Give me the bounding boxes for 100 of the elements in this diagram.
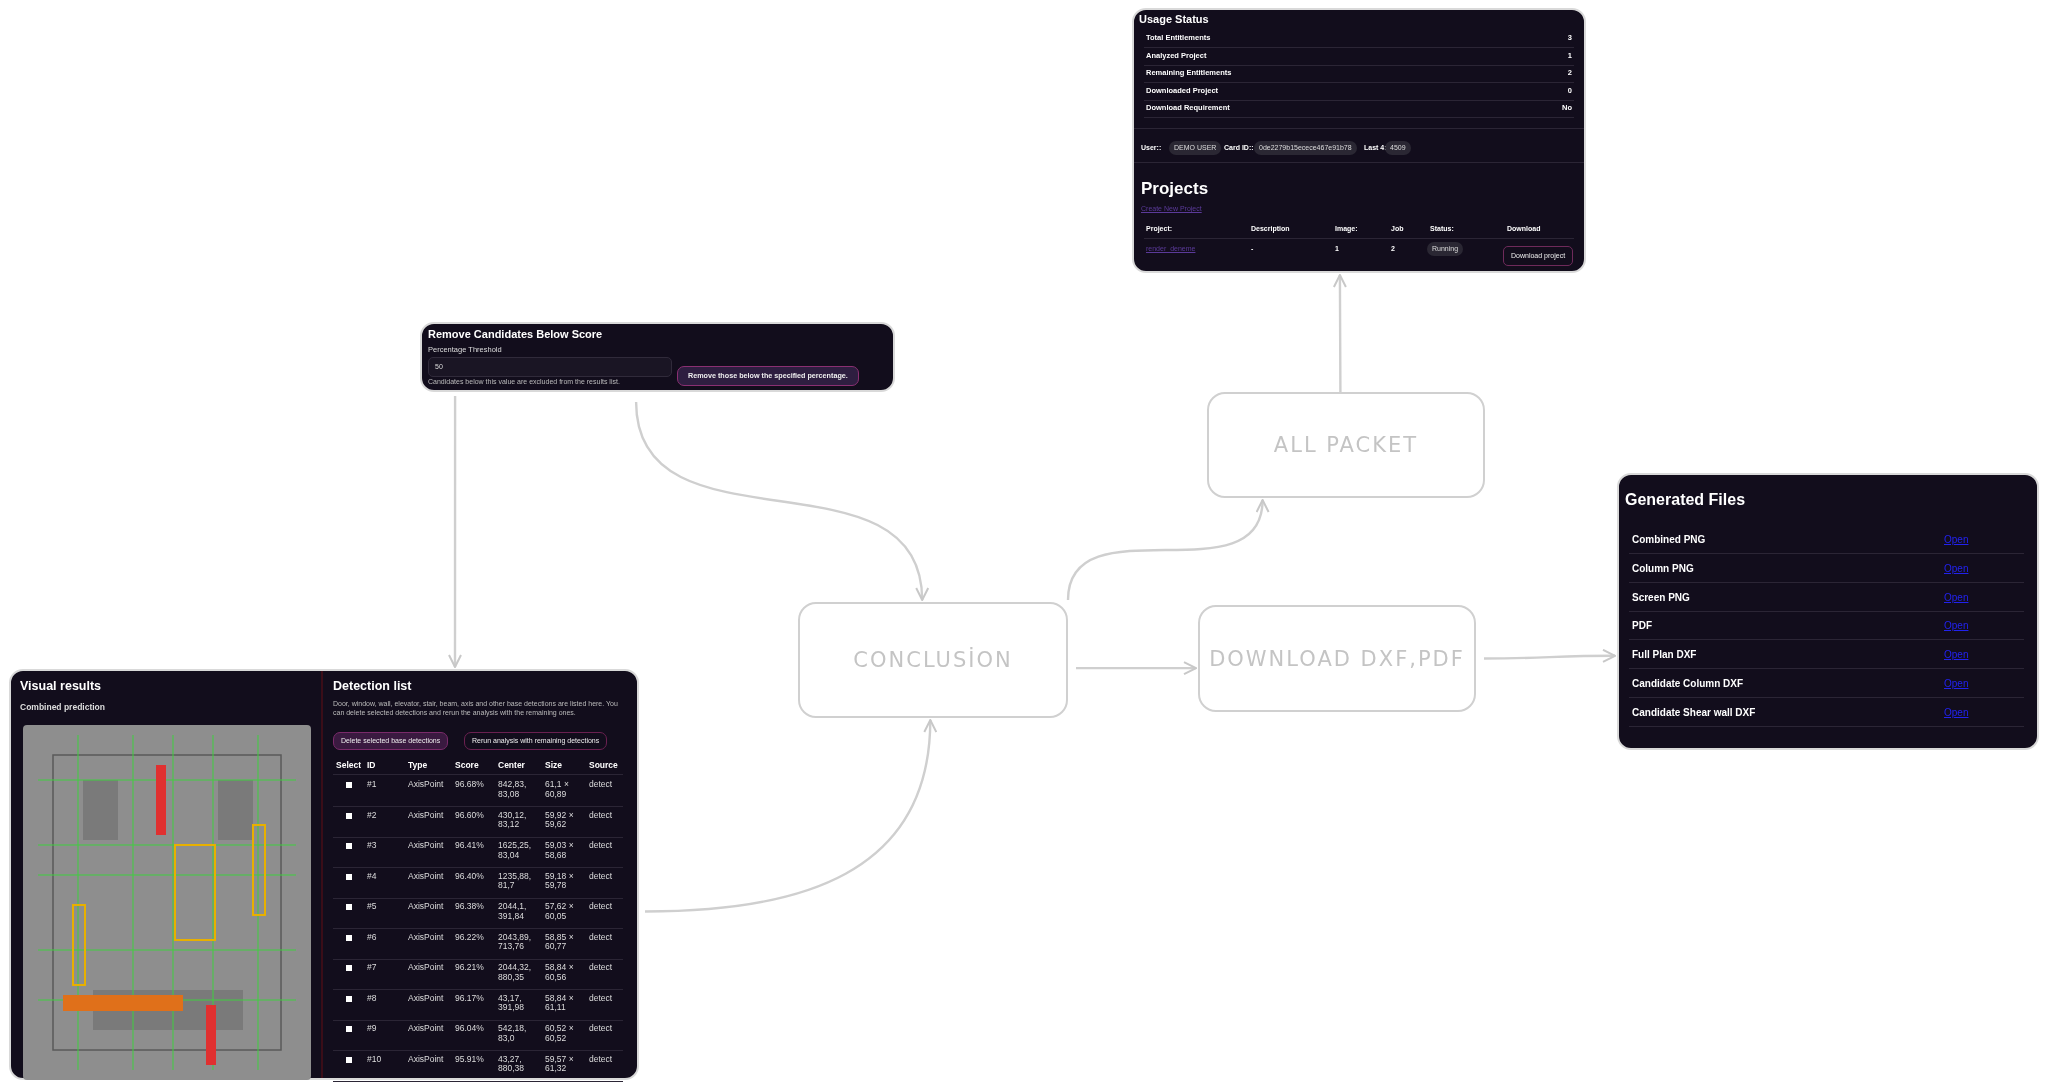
process-box [798,602,1068,718]
size-text: 59,18 × 59,78 [545,871,575,892]
id-text: #7 [367,963,378,973]
score-text: 96.41% [455,841,485,851]
open-link: Open [1944,678,1969,690]
center-text: 43,17, 391,98 [498,993,525,1014]
file-name: Screen PNG [1632,591,1690,604]
id-text: #3 [367,841,378,851]
source-text: detect [589,810,614,821]
file-name: Candidate Column DXF [1632,678,1744,690]
type-text: AxisPoint [408,1024,445,1034]
id-text: #8 [367,993,378,1004]
center-text: 2044,1, 391,84 [498,902,528,922]
score-text: 96.40% [455,871,485,882]
id-text: #9 [367,1024,378,1034]
process-box [1198,605,1476,712]
column-header: Select [336,761,362,771]
source-text: detect [589,993,614,1004]
type-text: AxisPoint [408,932,445,943]
panel-title: Detection list [333,679,412,694]
box-label: ALL PACKET [1273,433,1419,457]
center-text: 842,83, 83,08 [498,780,528,800]
center-text: 2044,32, 880,35 [498,963,533,983]
arrow [1066,499,1268,601]
score-text: 96.21% [455,963,485,973]
score-text: 96.60% [455,810,485,821]
size-text: 61,1 × 60,89 [545,780,570,800]
column-header: Center [498,761,525,771]
score-text: 96.22% [455,932,485,943]
process-box [1207,392,1485,498]
source-text: detect [589,902,614,912]
file-name: Full Plan DXF [1632,649,1697,661]
arrow [644,719,937,913]
column-header: Score [455,761,479,771]
type-text: AxisPoint [408,1054,445,1065]
score-text: 96.04% [455,1024,485,1034]
panel-title: Generated Files [1625,491,1746,510]
source-text: detect [589,871,614,882]
center-text: 1625,25, 83,04 [498,841,533,861]
source-text: detect [589,1054,614,1065]
open-link: Open [1944,649,1969,661]
file-name: Column PNG [1632,562,1694,575]
arrow [1332,274,1347,392]
source-text: detect [589,841,614,851]
size-text: 58,84 × 61,11 [545,993,575,1014]
type-text: AxisPoint [408,871,445,882]
column-header: Type [408,761,428,771]
size-text: 58,85 × 60,77 [545,932,575,953]
id-text: #4 [367,871,378,882]
usage-status-panel [1132,8,1586,273]
score-text: 96.38% [455,902,485,912]
source-text: detect [589,1024,614,1034]
size-text: 59,57 × 61,32 [545,1054,575,1075]
size-text: 58,84 × 60,56 [545,963,575,983]
score-text: 96.68% [455,780,485,790]
open-link: Open [1944,562,1969,575]
open-link: Open [1944,706,1969,719]
arrow [1484,648,1616,663]
type-text: AxisPoint [408,993,445,1004]
column-header: ID [367,761,376,771]
arrow [448,396,462,668]
arrow [634,401,928,601]
center-text: 43,27, 880,38 [498,1054,525,1075]
type-text: AxisPoint [408,810,445,821]
generated-files-panel [1617,473,2039,750]
panel-title: Usage Status [1139,13,1209,26]
file-name: PDF [1632,620,1652,632]
arrow [1076,661,1197,676]
section-heading: Projects [1141,179,1209,199]
id-text: #6 [367,932,378,943]
size-text: 59,03 × 58,68 [545,841,575,861]
source-text: detect [589,780,614,790]
type-text: AxisPoint [408,780,445,790]
section-label: Combined prediction [20,703,105,713]
column-header: Size [545,761,562,771]
file-name: Combined PNG [1632,534,1706,546]
file-name: Candidate Shear wall DXF [1632,706,1756,719]
type-text: AxisPoint [408,963,445,973]
size-text: 60,52 × 60,52 [545,1024,575,1044]
box-label: CONCLUSİON [853,648,1013,672]
source-text: detect [589,932,614,943]
source-text: detect [589,963,614,973]
id-text: #1 [367,780,378,790]
open-link: Open [1944,620,1969,632]
score-text: 95.91% [455,1054,485,1065]
detection-results-panel [9,669,639,1080]
type-text: AxisPoint [408,902,445,912]
size-text: 59,92 × 59,62 [545,810,575,831]
type-text: AxisPoint [408,841,445,851]
center-text: 1235,88, 81,7 [498,871,533,892]
box-label: DOWNLOAD DXF,PDF [1209,646,1465,671]
id-text: #10 [367,1054,383,1065]
center-text: 430,12, 83,12 [498,810,528,831]
size-text: 57,62 × 60,05 [545,902,575,922]
center-text: 542,18, 83,0 [498,1024,528,1044]
id-text: #2 [367,810,378,821]
open-link: Open [1944,534,1969,546]
panel-title: Remove Candidates Below Score [428,328,603,341]
panel-title: Visual results [20,679,102,694]
open-link: Open [1944,591,1969,604]
